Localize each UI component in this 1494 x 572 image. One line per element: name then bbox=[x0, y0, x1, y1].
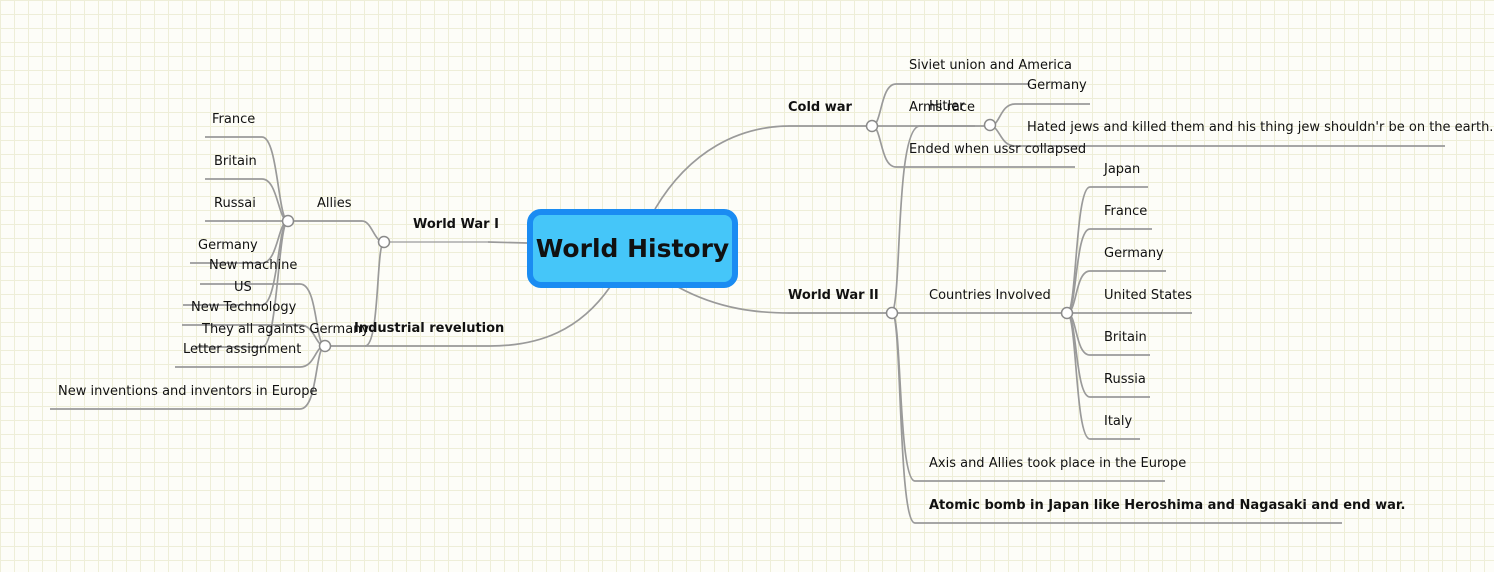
central-topic[interactable]: World History bbox=[527, 209, 738, 288]
country-item[interactable]: United States bbox=[1104, 288, 1193, 303]
hitler-item[interactable]: Germany bbox=[1027, 78, 1087, 93]
country-item[interactable]: Japan bbox=[1104, 162, 1141, 177]
industrial-item[interactable]: Letter assignment bbox=[183, 342, 302, 357]
allies-item[interactable]: Britain bbox=[214, 154, 257, 169]
industrial-item[interactable]: New Technology bbox=[191, 300, 297, 315]
cold-war-item[interactable]: Siviet union and America bbox=[909, 58, 1073, 73]
cold-war-item[interactable]: Ended when ussr collapsed bbox=[909, 142, 1087, 157]
topic-countries-involved[interactable]: Countries Involved bbox=[929, 288, 1051, 303]
topic-industrial-revolution[interactable]: Industrial revelution bbox=[354, 321, 505, 336]
topic-cold-war[interactable]: Cold war bbox=[788, 100, 852, 115]
allies-item[interactable]: France bbox=[212, 112, 256, 127]
topic-world-war-1[interactable]: World War I bbox=[413, 217, 499, 232]
topic-axis-allies[interactable]: Axis and Allies took place in the Europe bbox=[929, 456, 1187, 471]
cold-war-item[interactable]: Arms race bbox=[909, 100, 976, 115]
allies-item[interactable]: US bbox=[234, 280, 252, 295]
topic-atomic-bomb[interactable]: Atomic bomb in Japan like Heroshima and … bbox=[929, 498, 1406, 513]
industrial-item[interactable]: New inventions and inventors in Europe bbox=[58, 384, 318, 399]
country-item[interactable]: Germany bbox=[1104, 246, 1164, 261]
allies-item[interactable]: They all againts Germany bbox=[202, 322, 370, 337]
topic-world-war-2[interactable]: World War II bbox=[788, 288, 879, 303]
topic-hitler[interactable]: Hitler bbox=[929, 99, 965, 114]
topic-allies[interactable]: Allies bbox=[317, 196, 352, 211]
hitler-item[interactable]: Hated jews and killed them and his thing… bbox=[1027, 120, 1494, 135]
allies-item[interactable]: Russai bbox=[214, 196, 256, 211]
allies-item[interactable]: Germany bbox=[198, 238, 258, 253]
country-item[interactable]: Russia bbox=[1104, 372, 1146, 387]
country-item[interactable]: Italy bbox=[1104, 414, 1133, 429]
industrial-item[interactable]: New machine bbox=[209, 258, 298, 273]
country-item[interactable]: Britain bbox=[1104, 330, 1147, 345]
country-item[interactable]: France bbox=[1104, 204, 1148, 219]
